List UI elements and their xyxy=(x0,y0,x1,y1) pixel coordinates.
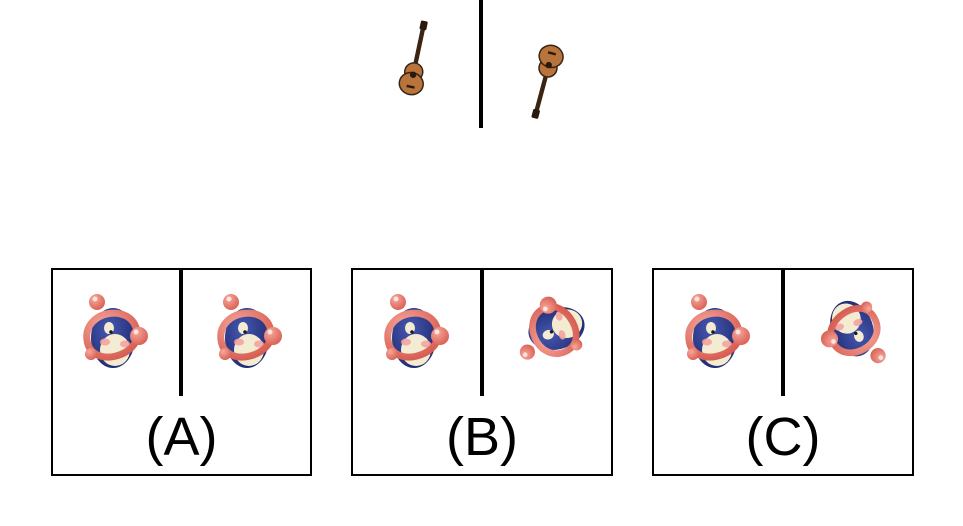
guitar-icon xyxy=(522,41,567,123)
option-a-frame[interactable]: (A) xyxy=(51,268,312,476)
option-c-left-figure xyxy=(675,284,755,380)
reference-right-guitar xyxy=(518,22,578,123)
option-b-label: (B) xyxy=(446,407,518,467)
option-c-right-figure xyxy=(806,286,902,382)
reference-divider xyxy=(479,0,483,128)
reference-left-guitar xyxy=(385,17,445,104)
toy-figure-icon xyxy=(503,282,599,378)
option-b-divider xyxy=(480,270,484,396)
option-a-left-figure xyxy=(73,284,153,380)
guitar-icon xyxy=(396,17,438,98)
option-c-divider xyxy=(781,270,785,396)
toy-figure-icon xyxy=(374,284,454,380)
option-c-label: (C) xyxy=(745,407,821,467)
toy-figure-icon xyxy=(675,284,755,380)
toy-figure-icon xyxy=(73,284,153,380)
option-c-frame[interactable]: (C) xyxy=(652,268,914,476)
option-b-frame[interactable]: (B) xyxy=(351,268,613,476)
option-a-divider xyxy=(179,270,183,396)
option-a-label: (A) xyxy=(145,407,218,467)
option-b-right-figure xyxy=(503,282,599,378)
toy-figure-icon xyxy=(207,284,287,380)
option-a-right-figure xyxy=(207,284,287,380)
option-b-left-figure xyxy=(374,284,454,380)
toy-figure-icon xyxy=(806,286,902,382)
